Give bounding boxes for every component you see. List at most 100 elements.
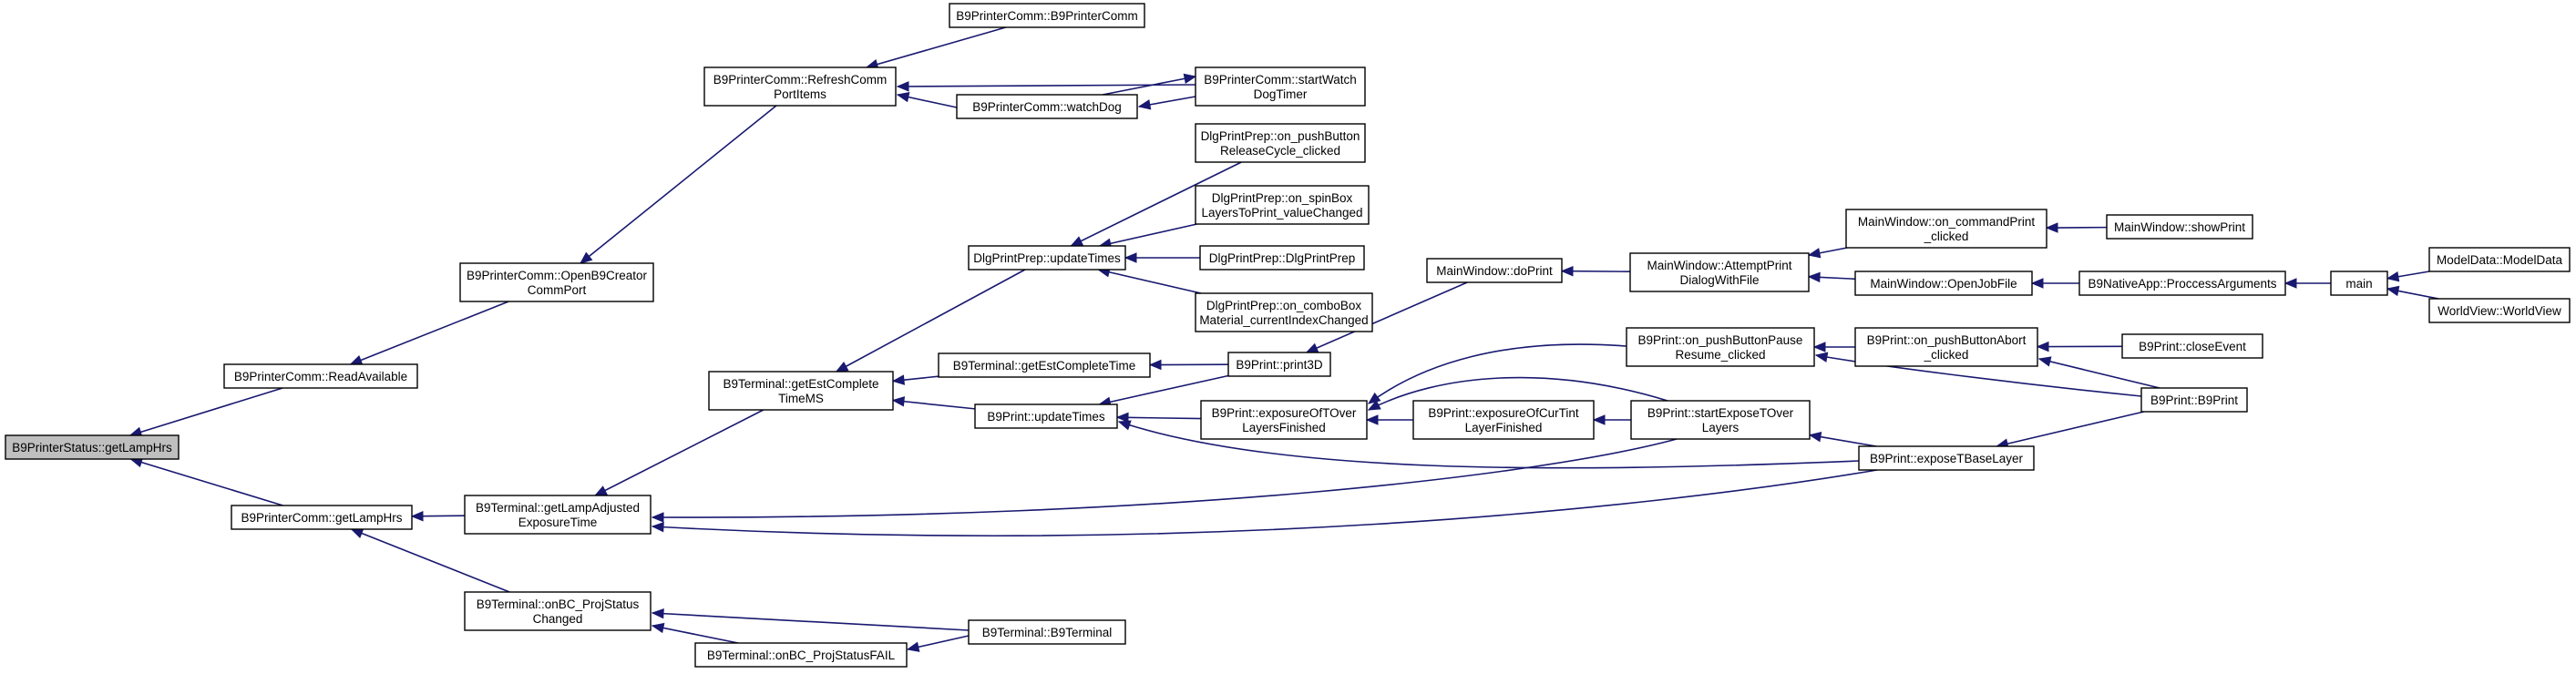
node-label: LayersToPrint_valueChanged xyxy=(1201,206,1362,220)
arrowhead xyxy=(1812,342,1826,352)
edge-getEstCompleteTimeMS-to-getLampAdjusted xyxy=(594,409,765,496)
node-label: B9PrinterComm::watchDog xyxy=(972,100,1122,114)
node-pauseResume[interactable]: B9Print::on_pushButtonPauseResume_clicke… xyxy=(1626,327,1815,367)
node-worldView[interactable]: WorldView::WorldView xyxy=(2428,298,2571,323)
node-label: DlgPrintPrep::on_pushButton xyxy=(1201,129,1360,143)
node-closeEvent[interactable]: B9Print::closeEvent xyxy=(2121,333,2263,359)
edge-line xyxy=(866,26,1007,68)
edge-line xyxy=(1099,223,1197,247)
arrowhead xyxy=(1115,412,1129,424)
arrowhead xyxy=(651,608,664,619)
edge-b9terminal-to-onBC_projFail xyxy=(906,635,970,652)
node-dlgSpinBox[interactable]: DlgPrintPrep::on_spinBoxLayersToPrint_va… xyxy=(1195,185,1370,225)
node-getEstCompleteTime[interactable]: B9Terminal::getEstCompleteTime xyxy=(938,352,1151,378)
edge-b9print-to-exposeTBase xyxy=(1995,411,2144,449)
node-modelData[interactable]: ModelData::ModelData xyxy=(2428,247,2571,272)
edge-b9print-to-abort xyxy=(2037,356,2160,389)
node-label: B9Print::print3D xyxy=(1236,358,1323,372)
edge-line xyxy=(1815,354,2142,397)
edge-line xyxy=(1071,161,1242,247)
edge-line xyxy=(1306,281,1468,353)
node-label: DialogWithFile xyxy=(1679,273,1759,287)
node-label: main xyxy=(2345,277,2372,291)
node-box xyxy=(956,94,1138,119)
arrowhead xyxy=(896,81,909,92)
edge-showPrint-to-onCommandPrint xyxy=(2045,222,2108,233)
node-onBC-projFail[interactable]: B9Terminal::onBC_ProjStatusFAIL xyxy=(694,642,908,668)
arrowhead xyxy=(651,622,665,634)
edge-line xyxy=(897,84,1196,87)
edge-onCommandPrint-to-attemptPrint xyxy=(1807,247,1848,259)
node-label: B9Terminal::getEstCompleteTime xyxy=(953,359,1136,373)
edge-line xyxy=(652,438,1678,518)
node-label: MainWindow::showPrint xyxy=(2114,220,2245,234)
node-dlgCtor[interactable]: DlgPrintPrep::DlgPrintPrep xyxy=(1199,245,1365,271)
node-label: ModelData::ModelData xyxy=(2437,253,2563,267)
node-dlgUpdateTimes[interactable]: DlgPrintPrep::updateTimes xyxy=(968,245,1126,271)
edge-line xyxy=(1098,269,1202,294)
arrowhead xyxy=(1137,99,1152,110)
node-label: B9Print::exposureOfTOver xyxy=(1212,406,1357,420)
node-label: WorldView::WorldView xyxy=(2437,304,2561,318)
edge-openJobFile-to-attemptPrint xyxy=(1807,271,1856,283)
node-openJobFile[interactable]: MainWindow::OpenJobFile xyxy=(1854,271,2033,296)
node-main[interactable]: main xyxy=(2330,271,2388,296)
arrowhead xyxy=(891,374,906,385)
node-b9print[interactable]: B9Print::B9Print xyxy=(2140,387,2248,413)
node-box xyxy=(1195,292,1373,332)
node-label: B9Terminal::onBC_ProjStatus xyxy=(477,597,640,611)
node-label: MainWindow::OpenJobFile xyxy=(1870,277,2017,291)
node-label: B9Terminal::getEstComplete xyxy=(723,377,878,391)
node-label: ExposureTime xyxy=(518,516,598,529)
node-label: Layers xyxy=(1702,421,1740,434)
node-getLampHrs-comm[interactable]: B9PrinterComm::getLampHrs xyxy=(231,505,413,530)
node-watchDog[interactable]: B9PrinterComm::watchDog xyxy=(956,94,1138,119)
edge-b9printercomm-to-refreshComm xyxy=(865,26,1007,70)
node-label: B9Terminal::B9Terminal xyxy=(982,626,1113,639)
node-b9terminal[interactable]: B9Terminal::B9Terminal xyxy=(968,619,1126,645)
node-exposeTBase[interactable]: B9Print::exposeTBaseLayer xyxy=(1858,445,2035,471)
node-showPrint[interactable]: MainWindow::showPrint xyxy=(2106,214,2253,240)
edge-startExposeTOver-to-exposureOfCurTint xyxy=(1592,414,1631,425)
node-dlgRelease[interactable]: DlgPrintPrep::on_pushButtonReleaseCycle_… xyxy=(1195,123,1366,163)
node-box xyxy=(703,66,897,107)
node-proccessArgs[interactable]: B9NativeApp::ProccessArguments xyxy=(2078,271,2286,296)
node-getLampHrs-status[interactable]: B9PrinterStatus::getLampHrs xyxy=(5,434,180,460)
edge-exposeTBase-to-getLampAdjusted xyxy=(651,469,1878,536)
arrowhead xyxy=(580,251,593,264)
node-doPrint[interactable]: MainWindow::doPrint xyxy=(1426,258,1563,283)
node-dlgCombo[interactable]: DlgPrintPrep::on_comboBoxMaterial_curren… xyxy=(1195,292,1373,332)
arrowhead xyxy=(835,361,849,373)
node-box xyxy=(974,403,1118,429)
edge-line xyxy=(351,528,510,593)
node-label: LayersFinished xyxy=(1242,421,1326,434)
node-label: B9PrinterComm::OpenB9Creator xyxy=(467,269,648,282)
node-box xyxy=(1626,327,1815,367)
node-readAvailable[interactable]: B9PrinterComm::ReadAvailable xyxy=(223,363,418,389)
node-box xyxy=(1199,245,1365,271)
node-box xyxy=(949,3,1145,28)
node-abort[interactable]: B9Print::on_pushButtonAbort_clicked xyxy=(1854,327,2038,367)
node-printUpdateTimes[interactable]: B9Print::updateTimes xyxy=(974,403,1118,429)
edge-watchDog-to-startWatchDog xyxy=(1102,73,1197,96)
node-box xyxy=(2121,333,2263,359)
node-label: B9Print::on_pushButtonPause xyxy=(1638,333,1803,347)
edge-line xyxy=(1116,416,1202,420)
edge-line xyxy=(1118,421,1860,469)
edge-startExposeTOver-to-getLampAdjusted xyxy=(651,438,1678,523)
node-print3D[interactable]: B9Print::print3D xyxy=(1227,352,1331,377)
node-box xyxy=(708,371,894,411)
node-b9printercomm[interactable]: B9PrinterComm::B9PrinterComm xyxy=(949,3,1145,28)
node-onCommandPrint[interactable]: MainWindow::on_commandPrint_clicked xyxy=(1845,209,2047,249)
edge-getEstCompleteTime-to-getEstCompleteTimeMS xyxy=(891,374,939,385)
